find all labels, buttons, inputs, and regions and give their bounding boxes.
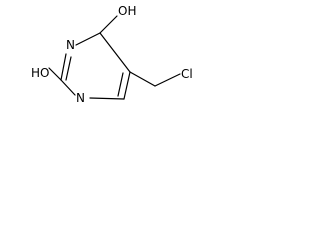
bond-c4-n3: [75, 32, 101, 46]
chemical-structure-diagram: N N OH HO Cl: [31, 4, 193, 105]
bond-ch2-cl: [154, 73, 181, 87]
atom-label-n3: N: [66, 38, 75, 52]
atom-label-n1: N: [76, 91, 85, 105]
bond-c5-c4: [99, 32, 131, 73]
bond-c2-oh: [48, 67, 62, 81]
bond-c4-oh: [99, 15, 118, 34]
bond-c6-c5: [123, 71, 131, 100]
bond-n1-c6: [89, 97, 125, 100]
atom-label-oh-top: OH: [118, 4, 136, 18]
bond-n3-c2-double: [65, 56, 72, 81]
bond-c2-n1: [60, 79, 76, 96]
bond-n3-c2: [60, 53, 67, 81]
atom-label-cl: Cl: [181, 67, 193, 81]
bond-c6-c5-double: [117, 72, 124, 97]
bond-c5-ch2: [129, 71, 156, 87]
atom-label-ho-left: HO: [31, 66, 49, 80]
